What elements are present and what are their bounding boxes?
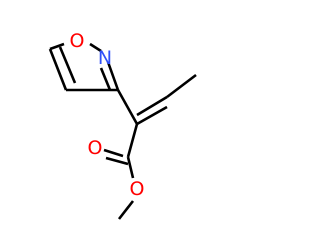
bond-calpha-carbonyl — [126, 123, 139, 158]
bond-ring-c4-c5 — [48, 48, 68, 91]
bond-carbonyl-o-double-a — [103, 148, 124, 158]
side-chain — [103, 73, 197, 220]
bond-carbonyl-o-double-b — [105, 156, 129, 166]
bond-ring-n-c3-inner — [99, 67, 112, 91]
atom-label-ring-nitrogen: N — [98, 47, 112, 69]
molecule-drawing: O N O O — [48, 30, 197, 220]
bond-c3-calpha — [116, 89, 139, 125]
bond-ring-n-c3 — [106, 61, 120, 91]
atom-label-ester-oxygen: O — [130, 178, 145, 200]
bond-calpha-cbeta — [136, 105, 168, 126]
bond-cbeta-methyl — [166, 73, 197, 99]
bond-ring-o-c5 — [49, 42, 65, 51]
atom-labels: O N O O — [70, 30, 145, 200]
bond-carbonyl-ester-o — [126, 156, 135, 179]
atom-label-carbonyl-oxygen: O — [88, 137, 103, 159]
bond-ester-o-methyl — [117, 200, 135, 220]
isoxazole-ring — [48, 42, 120, 92]
bond-ring-o-n — [89, 42, 102, 53]
structure-canvas: O N O O — [48, 30, 197, 220]
bond-calpha-cbeta-inner — [136, 95, 168, 117]
bond-ring-c4-c5-inner — [58, 46, 77, 84]
atom-label-ring-oxygen: O — [70, 30, 85, 52]
